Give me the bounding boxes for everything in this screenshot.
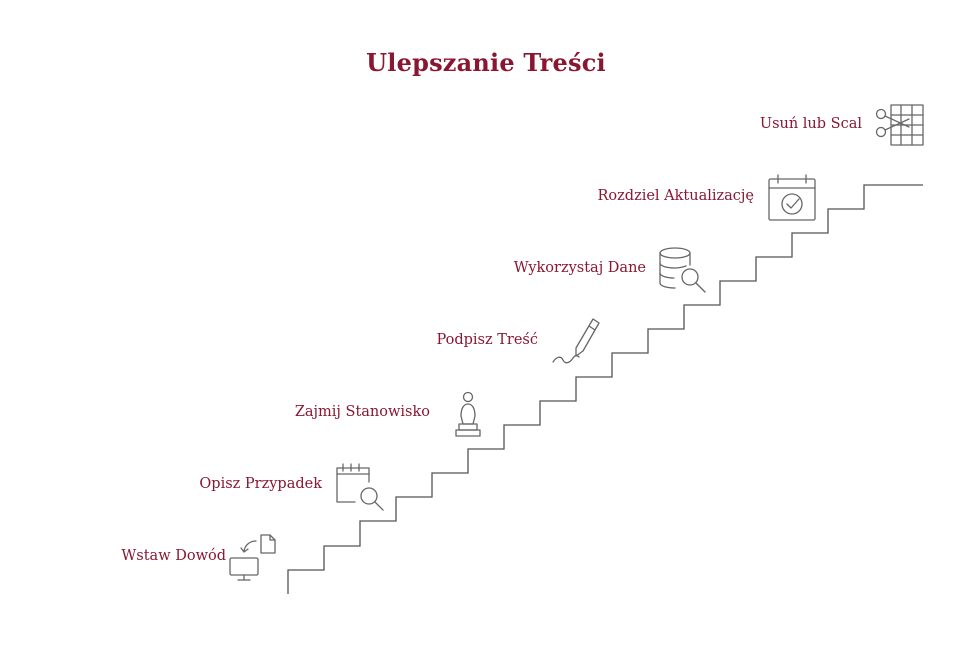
step-label-rozdziel-aktualizacje: Rozdziel Aktualizację — [597, 188, 755, 204]
monitor-document-transfer-icon — [226, 532, 280, 586]
diagram-title: Ulepszanie Treści — [366, 48, 606, 77]
staircase-path — [287, 184, 923, 594]
database-search-icon — [657, 244, 711, 298]
step-label-zajmij-stanowisko: Zajmij Stanowisko — [294, 404, 430, 420]
calendar-search-icon — [333, 460, 387, 514]
calendar-check-icon — [765, 172, 819, 226]
step-label-opisz-przypadek: Opisz Przypadek — [199, 476, 322, 492]
person-podium-icon — [441, 388, 495, 442]
scissors-table-icon — [873, 100, 927, 154]
pen-signature-icon — [549, 316, 603, 370]
step-label-usun-lub-scal: Usuń lub Scal — [759, 116, 862, 132]
step-label-podpisz-tresc: Podpisz Treść — [436, 332, 538, 348]
step-label-wstaw-dowod: Wstaw Dowód — [121, 548, 226, 564]
step-label-wykorzystaj-dane: Wykorzystaj Dane — [513, 260, 646, 276]
